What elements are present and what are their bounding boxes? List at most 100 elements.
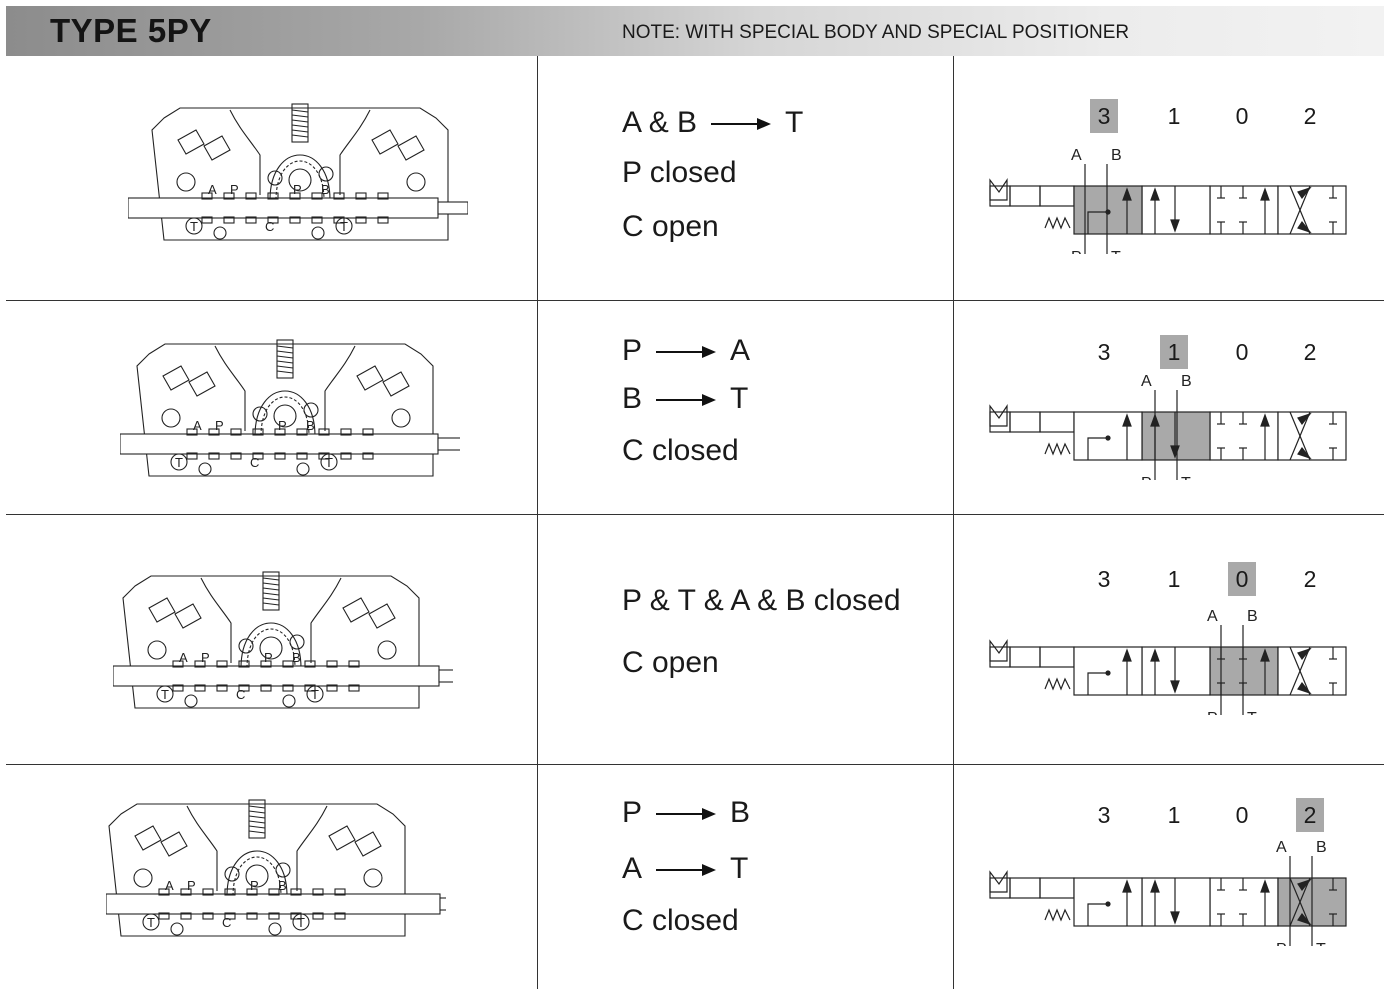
row-divider-1	[6, 300, 1384, 301]
symbol-port-B: B	[1181, 373, 1192, 390]
flow-arrow-icon	[711, 118, 772, 131]
flow-from: P & T & A & B closed	[622, 584, 901, 617]
header-bar: TYPE 5PY NOTE: WITH SPECIAL BODY AND SPE…	[6, 6, 1384, 56]
valve-iso-symbol: ABPT	[989, 147, 1347, 254]
symbol-port-A: A	[1276, 839, 1287, 856]
symbol-port-P: P	[1207, 710, 1218, 715]
section-port-T-left: T	[147, 915, 155, 930]
symbol-port-T: T	[1181, 475, 1191, 480]
flow-from: A & B	[622, 106, 698, 139]
symbol-port-T: T	[1316, 941, 1326, 946]
section-port-P-right: P	[293, 182, 302, 197]
section-port-T-right: T	[311, 687, 319, 702]
symbol-port-T: T	[1111, 249, 1121, 254]
symbol-port-P: P	[1276, 941, 1287, 946]
flow-from: A	[622, 852, 643, 885]
flow-description-line: C open	[622, 646, 719, 680]
symbol-port-P: P	[1071, 249, 1082, 254]
column-divider-1	[537, 56, 538, 989]
section-port-A: A	[208, 182, 217, 197]
section-port-P-right: P	[250, 878, 259, 893]
section-port-C: C	[250, 455, 259, 470]
section-port-P-left: P	[187, 878, 196, 893]
symbol-port-A: A	[1207, 608, 1218, 625]
section-port-C: C	[236, 687, 245, 702]
section-port-A: A	[193, 418, 202, 433]
valve-iso-symbol: A B P T	[989, 839, 1347, 946]
section-port-P-right: P	[264, 650, 273, 665]
section-port-B: B	[278, 878, 287, 893]
section-port-A: A	[179, 650, 188, 665]
position-label-0: 0	[1235, 103, 1249, 129]
position-label-2: 2	[1303, 339, 1317, 365]
position-label-3: 3	[1097, 566, 1111, 592]
symbol-port-B: B	[1111, 147, 1122, 164]
flow-description-line: C closed	[622, 904, 739, 938]
section-port-T-left: T	[161, 687, 169, 702]
position-label-3: 3	[1090, 99, 1118, 133]
section-port-P-right: P	[278, 418, 287, 433]
flow-description-line: P & T & A & B closed	[622, 584, 901, 618]
page-title: TYPE 5PY	[50, 12, 212, 49]
section-port-P-left: P	[201, 650, 210, 665]
section-port-P-left: P	[215, 418, 224, 433]
flow-to: B	[730, 796, 751, 829]
position-label-1: 1	[1160, 335, 1188, 369]
position-label-3: 3	[1097, 339, 1111, 365]
section-port-C: C	[222, 915, 231, 930]
flow-description-line: C open	[622, 210, 719, 244]
section-port-T-left: T	[175, 455, 183, 470]
symbol-port-B: B	[1316, 839, 1327, 856]
section-port-T-right: T	[340, 219, 348, 234]
section-port-B: B	[306, 418, 315, 433]
row-divider-3	[6, 764, 1384, 765]
section-port-B: B	[321, 182, 330, 197]
flow-to: T	[785, 106, 804, 139]
table-grid	[0, 56, 1388, 989]
position-label-1: 1	[1167, 103, 1181, 129]
position-label-2: 2	[1303, 566, 1317, 592]
flow-arrow-icon	[656, 808, 717, 821]
flow-arrow-icon	[656, 864, 717, 877]
flow-from: P	[622, 334, 643, 367]
section-port-C: C	[265, 219, 274, 234]
flow-description-line: C closed	[622, 434, 739, 468]
flow-arrow-icon	[656, 394, 717, 407]
valve-iso-symbol: A B P T	[989, 608, 1347, 715]
position-label-2: 2	[1296, 798, 1324, 832]
flow-from: P closed	[622, 156, 737, 189]
flow-from: C closed	[622, 904, 739, 937]
column-divider-2	[953, 56, 954, 989]
header-note: NOTE: WITH SPECIAL BODY AND SPECIAL POSI…	[622, 22, 1130, 43]
section-port-T-right: T	[297, 915, 305, 930]
flow-from: C closed	[622, 434, 739, 467]
flow-from: C open	[622, 210, 719, 243]
position-label-2: 2	[1303, 103, 1317, 129]
symbol-port-T: T	[1247, 710, 1257, 715]
section-port-B: B	[292, 650, 301, 665]
symbol-port-B: B	[1247, 608, 1258, 625]
flow-to: T	[730, 382, 749, 415]
section-port-P-left: P	[230, 182, 239, 197]
valve-iso-symbol: ABPT	[989, 373, 1347, 480]
flow-description-line: P closed	[622, 156, 737, 190]
position-label-1: 1	[1167, 802, 1181, 828]
position-label-0: 0	[1235, 802, 1249, 828]
position-label-3: 3	[1097, 802, 1111, 828]
position-label-1: 1	[1167, 566, 1181, 592]
flow-arrow-icon	[656, 346, 717, 359]
position-label-0: 0	[1228, 562, 1256, 596]
symbol-port-A: A	[1141, 373, 1152, 390]
